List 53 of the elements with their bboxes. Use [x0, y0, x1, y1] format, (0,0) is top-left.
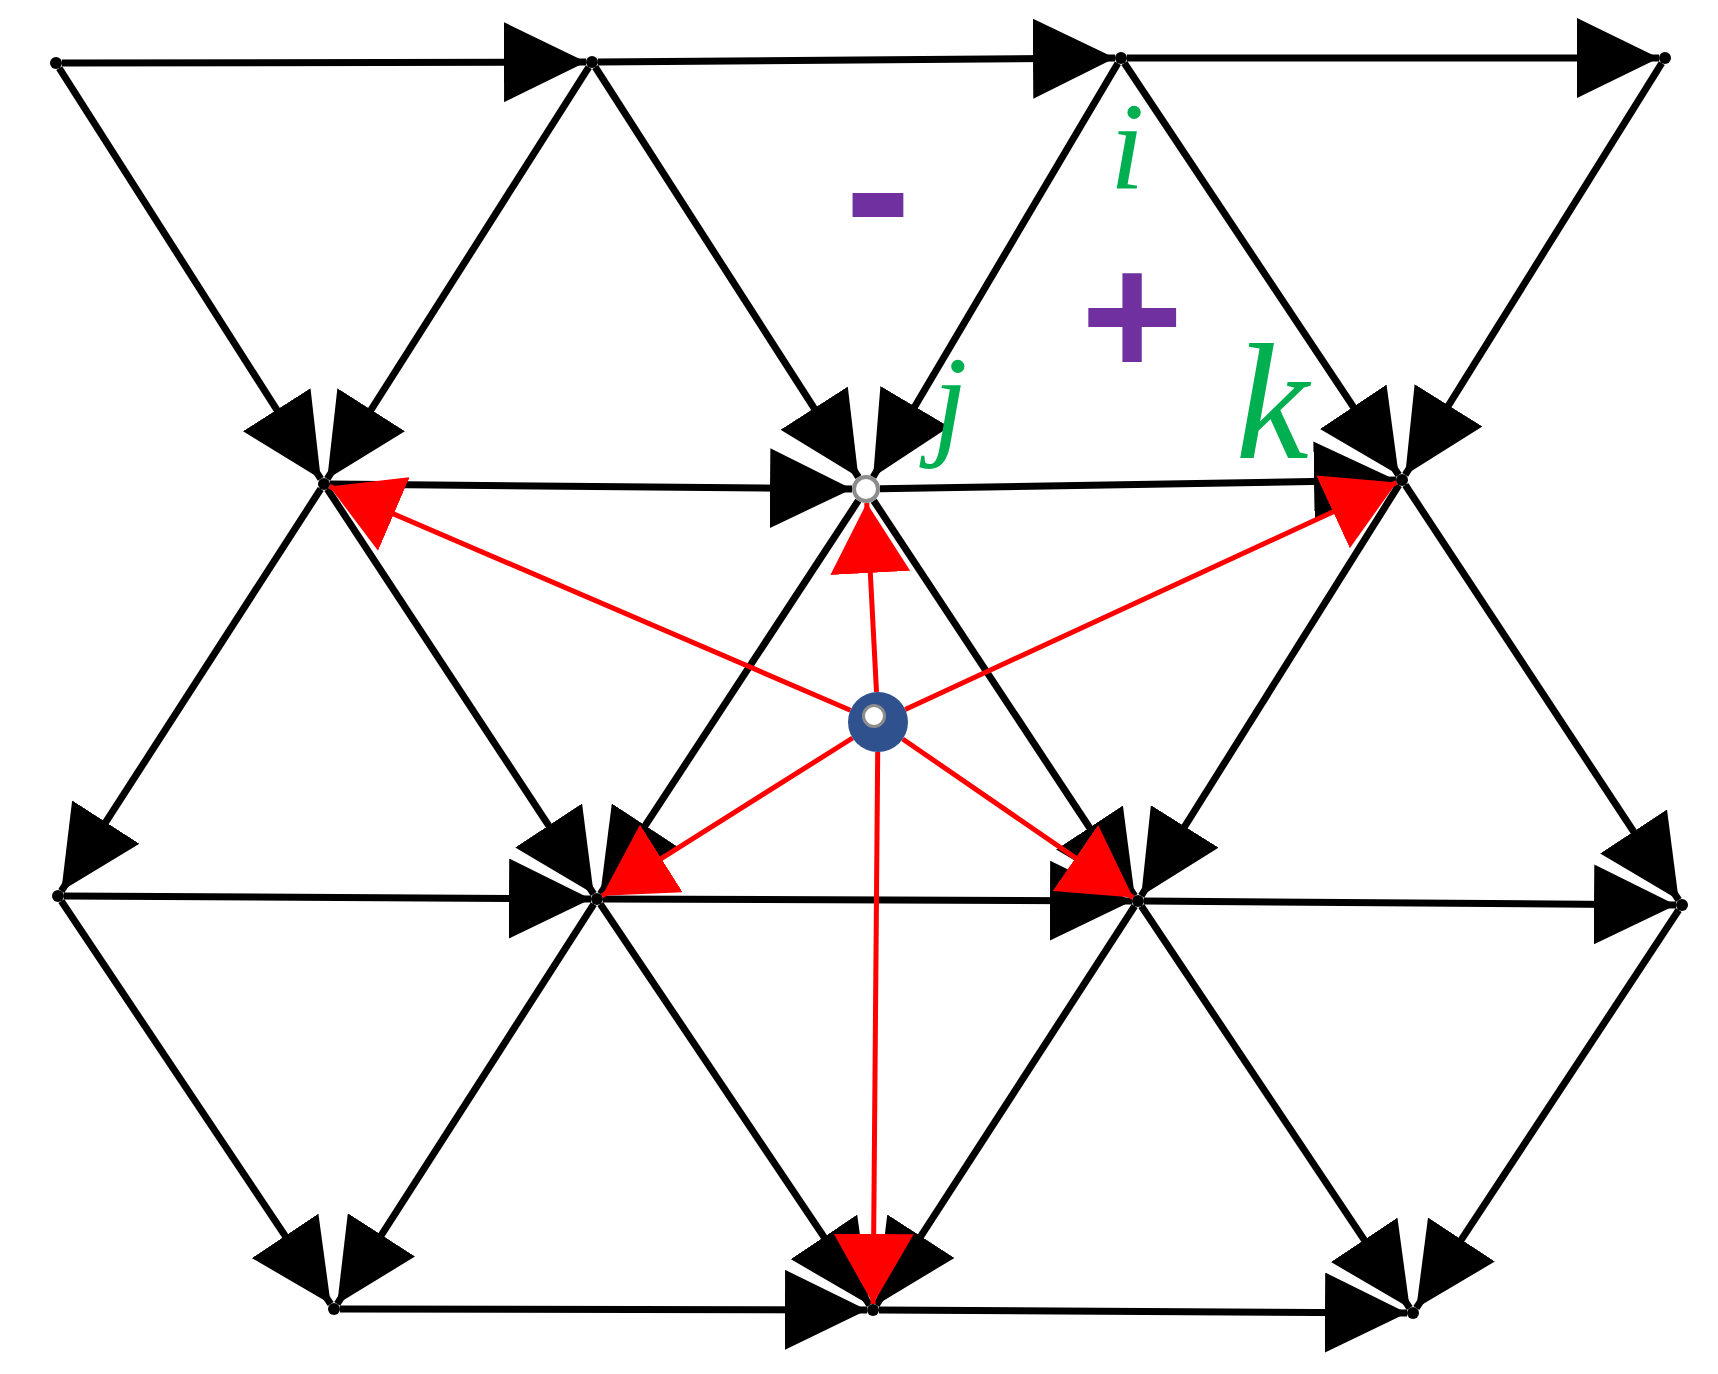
dot-marker [848, 692, 908, 752]
arrow [1402, 483, 1682, 902]
arrow [1127, 18, 1659, 98]
lattice-point [328, 1303, 340, 1315]
arrow [833, 751, 914, 1305]
arrow [324, 65, 592, 481]
sign-label: + [1080, 262, 1184, 368]
vertex-label: j [907, 315, 993, 485]
arrow [334, 902, 597, 1306]
lattice-point [586, 56, 598, 68]
arrow [870, 61, 1121, 479]
arrow [597, 902, 873, 1307]
arrow [597, 18, 1116, 99]
arrow [64, 858, 591, 939]
lattice-point [1676, 899, 1688, 911]
lattice-point [52, 890, 64, 902]
arrow [1402, 61, 1665, 477]
arrow [340, 1269, 867, 1350]
vertex-label: i [1108, 84, 1146, 210]
arrow [328, 477, 852, 713]
lattice-point [1132, 895, 1144, 907]
sign-label: - [844, 148, 912, 228]
lattice-point [867, 1304, 879, 1316]
arrow [329, 448, 853, 529]
arrow [600, 735, 854, 898]
arrow [1413, 908, 1682, 1310]
lattice-point [1115, 52, 1127, 64]
lattice-point [318, 478, 330, 490]
arrow [324, 487, 597, 896]
arrow [592, 65, 862, 480]
arrow [873, 904, 1138, 1307]
arrow [603, 860, 1132, 941]
arrow [1138, 904, 1413, 1310]
arrow [1143, 864, 1677, 945]
lattice-point [591, 893, 603, 905]
arrow [58, 899, 334, 1306]
arrow [597, 498, 862, 896]
vertex-label: k [1234, 319, 1312, 485]
arrow [1138, 483, 1402, 898]
arrow [879, 1272, 1407, 1353]
arrow [1121, 61, 1402, 477]
lattice-point [1659, 52, 1671, 64]
arrow [901, 736, 1135, 900]
arrow [62, 22, 586, 103]
arrow [870, 498, 1138, 898]
lattice-point [50, 57, 62, 69]
lattice-point [1396, 474, 1408, 486]
ring-marker [852, 475, 880, 503]
arrow [56, 66, 324, 481]
lattice-point [1407, 1307, 1419, 1319]
arrow [58, 487, 324, 893]
arrow [904, 475, 1398, 712]
arrow [830, 502, 911, 693]
